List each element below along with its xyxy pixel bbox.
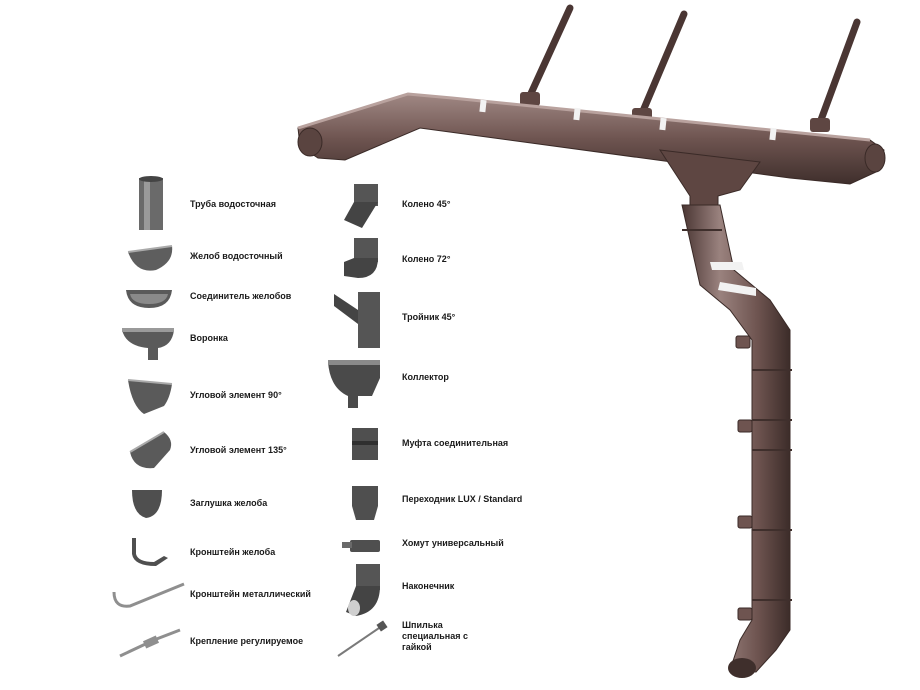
outlet-icon [346, 564, 380, 616]
elbow-72-label: Колено 72° [402, 254, 451, 264]
collector-icon [328, 360, 380, 408]
gutter-connector-icon [126, 290, 172, 308]
collector-label: Коллектор [402, 372, 449, 382]
gutter-cap-label: Заглушка желоба [190, 498, 268, 508]
funnel-label: Воронка [190, 333, 228, 343]
corner-90-label: Угловой элемент 90° [190, 390, 282, 400]
gutter-run [297, 93, 885, 185]
gutter-bracket-label: Кронштейн желоба [190, 547, 276, 557]
tee-45-icon [334, 292, 380, 348]
adapter-label: Переходник LUX / Standard [402, 494, 523, 504]
elbow-72-icon [344, 238, 378, 278]
tee-45-label: Тройник 45° [402, 312, 456, 322]
stud-icon [337, 620, 388, 657]
roof-mount-brackets [524, 4, 861, 132]
corner-90-icon [127, 379, 173, 414]
gutter-connector-label: Соединитель желобов [190, 291, 292, 301]
elbow-45-icon [344, 184, 378, 228]
outlet-label: Наконечник [402, 581, 455, 591]
elbow-45-label: Колено 45° [402, 199, 451, 209]
downpipe [681, 204, 791, 673]
metal-bracket-label: Кронштейн металлический [190, 589, 311, 599]
clamp-icon [342, 540, 380, 552]
metal-bracket-icon [112, 582, 185, 608]
pipe-label: Труба водосточная [190, 199, 276, 209]
adjustable-mount-icon [119, 628, 181, 658]
gutter-bracket-icon [132, 538, 168, 566]
corner-135-label: Угловой элемент 135° [190, 445, 287, 455]
clamp-label: Хомут универсальный [402, 538, 504, 548]
coupling-icon [352, 428, 378, 460]
adjustable-mount-label: Крепление регулируемое [190, 636, 304, 646]
stud-label: Шпилька специальная с гайкой [402, 620, 468, 652]
coupling-label: Муфта соединительная [402, 438, 509, 448]
corner-135-icon [129, 431, 172, 469]
pipe-icon [139, 176, 163, 230]
adapter-icon [352, 486, 378, 520]
gutter-cap-icon [132, 490, 162, 518]
gutter-label: Желоб водосточный [190, 251, 283, 261]
gutter-icon [127, 245, 173, 271]
funnel-icon [122, 328, 174, 360]
